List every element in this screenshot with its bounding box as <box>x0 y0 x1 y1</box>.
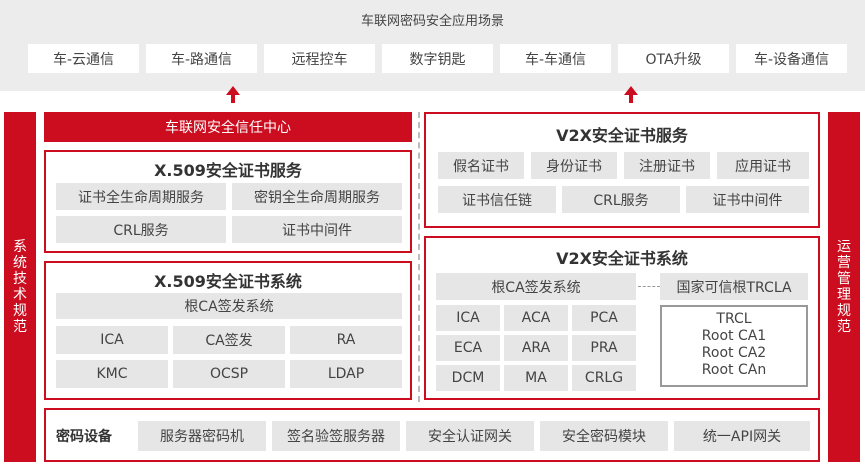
ica-box: ICA <box>56 326 168 354</box>
crypto-devices-label: 密码设备 <box>56 429 112 445</box>
crl-service: CRL服务 <box>56 216 226 243</box>
application-cert: 应用证书 <box>717 152 809 179</box>
trcla-list-box: TRCL Root CA1 Root CA2 Root CAn <box>660 305 808 387</box>
cert-middleware: 证书中间件 <box>232 216 402 243</box>
signature-verification-server: 签名验签服务器 <box>272 421 400 451</box>
scenario-car-road: 车-路通信 <box>146 44 257 73</box>
cert-lifecycle-service: 证书全生命周期服务 <box>56 183 226 210</box>
scenario-digital-key: 数字钥匙 <box>382 44 493 73</box>
scenario-car-car: 车-车通信 <box>500 44 611 73</box>
root-ca-issuing-system: 根CA签发系统 <box>56 293 402 319</box>
security-auth-gateway: 安全认证网关 <box>406 421 534 451</box>
scenario-ota: OTA升级 <box>618 44 729 73</box>
ara-box: ARA <box>504 335 568 361</box>
x509-service-title: X.509安全证书服务 <box>154 161 302 180</box>
scenario-car-cloud: 车-云通信 <box>28 44 139 73</box>
dcm-box: DCM <box>436 365 500 391</box>
up-arrow-icon <box>226 86 240 103</box>
eca-box: ECA <box>436 335 500 361</box>
cert-trust-chain: 证书信任链 <box>438 186 556 213</box>
security-crypto-module: 安全密码模块 <box>540 421 668 451</box>
aca-box: ACA <box>504 305 568 331</box>
scenario-car-device: 车-设备通信 <box>736 44 847 73</box>
x509-system-title: X.509安全证书系统 <box>154 272 302 291</box>
sidebar-right-label: 运营管理规范 <box>837 239 851 335</box>
v2x-cert-middleware: 证书中间件 <box>686 186 809 213</box>
sidebar-left-label: 系统技术规范 <box>13 239 27 335</box>
server-crypto-machine: 服务器密码机 <box>138 421 266 451</box>
v2x-service-title: V2X安全证书服务 <box>556 126 688 145</box>
dashed-connector <box>638 286 660 287</box>
identity-cert: 身份证书 <box>531 152 617 179</box>
operation-mgmt-spec-sidebar: 运营管理规范 <box>828 112 860 462</box>
system-tech-spec-sidebar: 系统技术规范 <box>4 112 36 462</box>
pca-box: PCA <box>572 305 636 331</box>
unified-api-gateway: 统一API网关 <box>674 421 810 451</box>
pseudonym-cert: 假名证书 <box>438 152 524 179</box>
trust-center-header: 车联网安全信任中心 <box>44 112 412 142</box>
center-divider <box>418 112 420 402</box>
enrollment-cert: 注册证书 <box>624 152 710 179</box>
ldap-box: LDAP <box>290 360 402 388</box>
root-ca1-item: Root CA1 <box>701 328 767 344</box>
key-lifecycle-service: 密钥全生命周期服务 <box>232 183 402 210</box>
root-can-item: Root CAn <box>701 362 767 378</box>
v2x-root-ca-issuing-system: 根CA签发系统 <box>436 273 636 300</box>
national-trcla-title: 国家可信根TRCLA <box>660 273 808 300</box>
v2x-ica-box: ICA <box>436 305 500 331</box>
scenario-remote-control: 远程控车 <box>264 44 375 73</box>
v2x-system-title: V2X安全证书系统 <box>556 249 688 268</box>
scenarios-title: 车联网密码安全应用场景 <box>360 14 504 29</box>
pra-box: PRA <box>572 335 636 361</box>
kmc-box: KMC <box>56 360 168 388</box>
root-ca2-item: Root CA2 <box>701 345 767 361</box>
ca-issuing-box: CA签发 <box>173 326 285 354</box>
ocsp-box: OCSP <box>173 360 285 388</box>
ra-box: RA <box>290 326 402 354</box>
ma-box: MA <box>504 365 568 391</box>
v2x-crl-service: CRL服务 <box>562 186 680 213</box>
up-arrow-icon <box>624 86 638 103</box>
trcl-item: TRCL <box>716 311 752 327</box>
crlg-box: CRLG <box>572 365 636 391</box>
